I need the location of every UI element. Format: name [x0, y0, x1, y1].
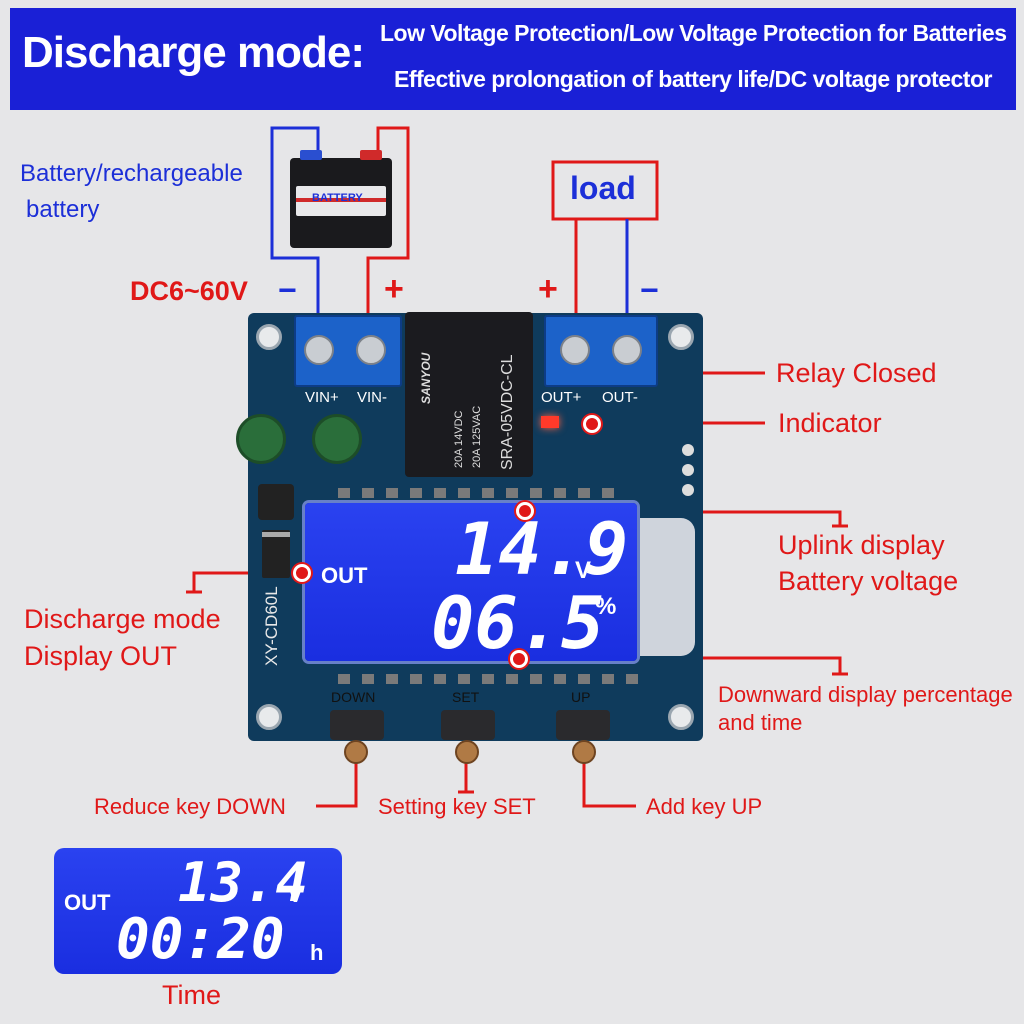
relay-closed-label: Relay Closed: [776, 358, 937, 388]
diode: [262, 530, 290, 578]
downward-label-line-1: Downward display percentage: [718, 682, 1013, 707]
lcd-top-unit: V: [575, 557, 592, 584]
screw-icon: [356, 335, 386, 365]
down-button[interactable]: [330, 710, 384, 740]
mini-top-unit: V: [288, 882, 303, 907]
time-mode-display: OUT 13.4 V 00:20 h: [54, 848, 342, 974]
time-caption: Time: [162, 980, 221, 1010]
setting-key-label: Setting key SET: [378, 794, 536, 819]
relay-model: SRA-05VDC-CL: [499, 354, 516, 470]
mini-top-value: 13.4: [178, 851, 309, 914]
load-label: load: [570, 170, 636, 206]
set-button-cap[interactable]: [455, 740, 479, 764]
relay-spec-1: 20A 14VDC: [453, 410, 465, 468]
battery-plus-sign: +: [384, 270, 404, 308]
uplink-marker: [516, 502, 534, 520]
lcd-bottom-unit: %: [595, 593, 617, 620]
side-pins: [682, 444, 694, 512]
vin-minus-label: VIN-: [357, 389, 387, 406]
vin-plus-label: VIN+: [305, 389, 339, 406]
relay-brand: SANYOU: [419, 352, 433, 404]
up-button-cap[interactable]: [572, 740, 596, 764]
indicator-marker: [583, 415, 601, 433]
out-minus-label: OUT-: [602, 389, 638, 406]
up-key-leader: [582, 752, 636, 808]
lcd-bottom-value: 06.5: [431, 581, 605, 665]
indicator-label: Indicator: [778, 408, 882, 438]
down-button-label: DOWN: [331, 689, 376, 705]
load-box: [551, 160, 659, 221]
mounting-hole: [668, 704, 694, 730]
battery-negative-wire: [270, 126, 320, 345]
out-plus-label: OUT+: [541, 389, 582, 406]
set-button[interactable]: [441, 710, 495, 740]
banner-line-2: Effective prolongation of battery life/D…: [394, 66, 992, 92]
mounting-hole: [668, 324, 694, 350]
screw-icon: [560, 335, 590, 365]
banner-title: Discharge mode:: [22, 28, 365, 77]
mini-bottom-unit: h: [310, 940, 324, 965]
relay: SANYOU 20A 14VDC 20A 125VAC SRA-05VDC-CL: [405, 312, 533, 477]
load-minus-sign: −: [640, 272, 659, 308]
battery-label-line-1: Battery/rechargeable: [20, 160, 243, 187]
mini-bottom-value: 00:20: [116, 907, 285, 972]
battery-label-line-2: battery: [26, 196, 100, 223]
relay-spec-2: 20A 125VAC: [471, 405, 483, 468]
mini-mode-label: OUT: [64, 890, 111, 915]
battery-sticker-text: BATTERY: [312, 192, 363, 204]
add-key-label: Add key UP: [646, 794, 763, 819]
battery-positive-wire: [366, 126, 410, 345]
uplink-label-line-1: Uplink display: [778, 530, 945, 560]
discharge-mode-label-line-1: Discharge mode: [24, 604, 221, 634]
header-banner: [10, 8, 1016, 110]
reduce-key-label: Reduce key DOWN: [94, 794, 286, 819]
lcd-top-value: 14.9: [455, 507, 629, 591]
set-button-label: SET: [452, 689, 480, 705]
up-button[interactable]: [556, 710, 610, 740]
up-button-label: UP: [571, 689, 591, 705]
battery-label-panel: BATTERY: [296, 186, 386, 216]
battery-terminal-positive-icon: [360, 150, 382, 160]
battery-terminal-negative-icon: [300, 150, 322, 160]
lcd-display: 14.9 V 06.5 % OUT: [305, 503, 637, 661]
screw-icon: [304, 335, 334, 365]
input-voltage-range: DC6~60V: [130, 276, 248, 306]
screw-icon: [612, 335, 642, 365]
input-terminal-block: [294, 315, 402, 387]
capacitor: [312, 414, 362, 464]
down-key-leader: [316, 752, 358, 808]
bottom-header-pins: [338, 674, 638, 686]
out-marker: [293, 564, 311, 582]
lcd-backlight-tab: [637, 518, 695, 656]
mounting-hole: [256, 704, 282, 730]
status-led: [541, 416, 559, 428]
lcd-mode-label: OUT: [321, 563, 368, 588]
discharge-mode-label-line-2: Display OUT: [24, 641, 178, 671]
capacitor: [236, 414, 286, 464]
load-plus-sign: +: [538, 270, 558, 308]
mounting-hole: [256, 324, 282, 350]
board-model: XY-CD60L: [262, 586, 281, 666]
output-terminal-block: [544, 315, 658, 387]
downward-label-line-2: and time: [718, 710, 803, 735]
down-button-cap[interactable]: [344, 740, 368, 764]
battery-icon: BATTERY: [290, 150, 392, 248]
banner-line-1: Low Voltage Protection/Low Voltage Prote…: [380, 20, 1007, 46]
inductor: [258, 484, 294, 520]
downward-marker: [510, 650, 528, 668]
battery-minus-sign: −: [278, 272, 297, 308]
top-header-pins: [338, 488, 618, 500]
uplink-label-line-2: Battery voltage: [778, 566, 959, 596]
